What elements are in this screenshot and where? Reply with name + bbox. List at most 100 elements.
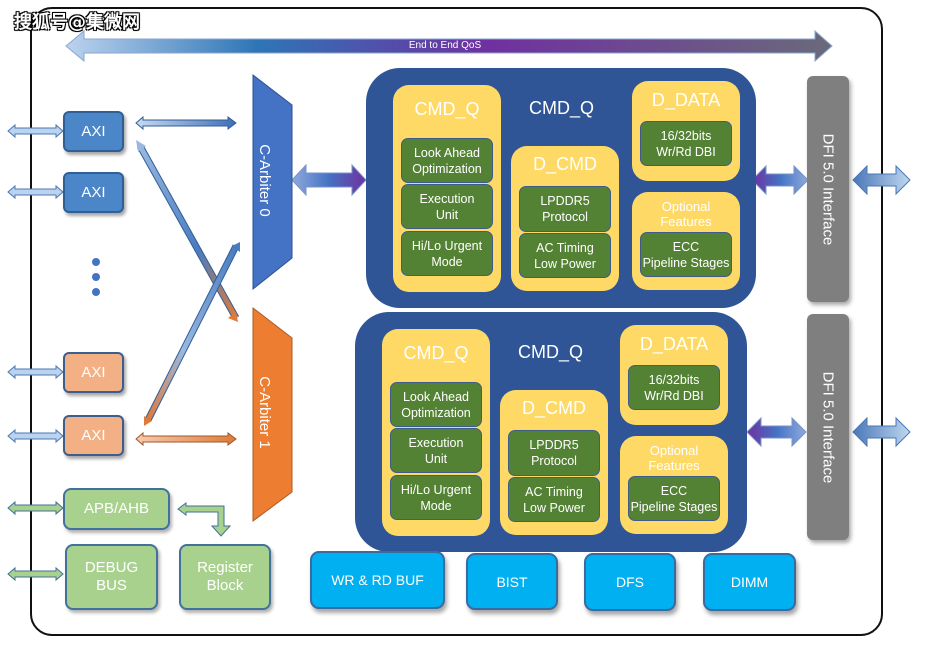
controller-1-title: CMD_Q xyxy=(518,342,584,362)
arbiter0-controller-arrow xyxy=(291,163,367,197)
box-line: ECC xyxy=(672,239,700,254)
axi-port-label: AXI xyxy=(81,364,106,381)
axi-port-label: AXI xyxy=(81,184,106,201)
debug-bus-block[interactable]: DEBUG BUS xyxy=(65,544,158,610)
box-line: Unit xyxy=(424,451,448,466)
axi-port-3[interactable]: AXI xyxy=(63,415,124,456)
d-data-title: D_DATA xyxy=(639,334,709,354)
title-line: Optional xyxy=(661,199,711,214)
apb-ahb-block[interactable]: APB/AHB xyxy=(63,488,170,530)
axi-port-label: AXI xyxy=(81,123,106,140)
box-line: Optimization xyxy=(412,161,482,176)
arbiter-0-label: C-Arbiter 0 xyxy=(255,144,273,217)
box-line: Hi/Lo Urgent xyxy=(400,482,472,497)
box-line: ECC xyxy=(660,483,688,498)
axi-port-label: AXI xyxy=(81,427,106,444)
debug-bus-label-line1: DEBUG xyxy=(84,559,139,576)
box-line: LPDDR5 xyxy=(540,194,590,208)
chip-boundary xyxy=(30,7,883,636)
axi-port-2[interactable]: AXI xyxy=(63,352,124,393)
title-line: Features xyxy=(648,458,700,473)
axi-port-1[interactable]: AXI xyxy=(63,172,124,213)
d-data-title: D_DATA xyxy=(651,90,721,110)
box-line: Hi/Lo Urgent xyxy=(411,238,483,253)
box-line: Pipeline Stages xyxy=(642,255,730,270)
controller0-dfi0-arrow xyxy=(751,164,809,196)
cross-arrow-axi3-to-arbiter0 xyxy=(144,242,240,426)
box-line: Look Ahead xyxy=(402,389,470,404)
box-line: 16/32bits xyxy=(660,128,712,143)
d-cmd-title: D_CMD xyxy=(521,398,586,418)
dfs-block[interactable]: DFS xyxy=(584,553,676,611)
cmd-q-title: CMD_Q xyxy=(403,343,469,363)
axi3-arbiter1-arrow xyxy=(135,431,237,447)
box-line: Pipeline Stages xyxy=(630,499,718,514)
dfi-interface-label: DFI 5.0 Interface xyxy=(819,371,837,483)
cmd-q-title: CMD_Q xyxy=(414,99,480,119)
box-line: AC Timing xyxy=(536,240,594,255)
box-line: Low Power xyxy=(523,500,585,515)
dimm-block[interactable]: DIMM xyxy=(703,553,796,611)
dfi-interface-1[interactable]: DFI 5.0 Interface xyxy=(807,314,849,540)
box-line: LPDDR5 xyxy=(529,438,579,452)
box-line: Low Power xyxy=(534,256,596,271)
box-line: Look Ahead xyxy=(413,145,481,160)
cross-arrow-axi0-to-arbiter1 xyxy=(136,140,240,322)
box-line: Wr/Rd DBI xyxy=(644,388,704,403)
axi-port-0[interactable]: AXI xyxy=(63,111,124,152)
register-block-label-line1: Register xyxy=(197,559,253,576)
bist-block[interactable]: BIST xyxy=(466,553,558,610)
block-label: DIMM xyxy=(730,574,769,590)
axi0-arbiter0-arrow xyxy=(135,115,237,131)
green-port-arrows xyxy=(7,500,64,582)
box-line: Unit xyxy=(435,207,459,222)
block-label: WR & RD BUF xyxy=(331,572,424,588)
controller-0-title: CMD_Q xyxy=(529,98,595,118)
box-line: AC Timing xyxy=(525,484,583,499)
box-line: Mode xyxy=(420,498,452,513)
dfi-interface-label: DFI 5.0 Interface xyxy=(819,133,837,245)
dfi-interface-0[interactable]: DFI 5.0 Interface xyxy=(807,76,849,302)
block-label: DFS xyxy=(616,574,644,590)
box-line: Mode xyxy=(431,254,463,269)
box-line: Execution xyxy=(408,435,464,450)
wr-rd-buf-block[interactable]: WR & RD BUF xyxy=(310,551,445,609)
controller1-dfi1-arrow xyxy=(746,416,807,448)
d-cmd-title: D_CMD xyxy=(532,154,597,174)
register-block[interactable]: Register Block xyxy=(179,544,271,610)
qos-arrow xyxy=(65,29,833,63)
box-line: Protocol xyxy=(542,210,588,224)
title-line: Optional xyxy=(649,443,699,458)
box-line: 16/32bits xyxy=(648,372,700,387)
dfi1-external-arrow xyxy=(852,416,911,448)
title-line: Features xyxy=(660,214,712,229)
dfi0-external-arrow xyxy=(852,164,911,196)
arbiter-1-label: C-Arbiter 1 xyxy=(255,376,273,449)
ellipsis-dot xyxy=(92,273,100,281)
ellipsis-dot xyxy=(92,288,100,296)
